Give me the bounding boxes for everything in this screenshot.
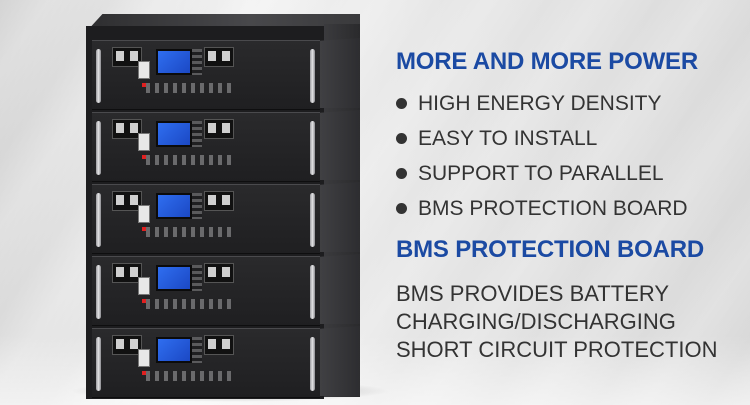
power-switch-icon [138,277,150,295]
bullet-icon [396,98,407,109]
terminal-icon [112,47,142,67]
handle-icon [96,265,101,319]
description-line: BMS PROVIDES BATTERY [396,281,670,306]
description-line: SHORT CIRCUIT PROTECTION [396,337,718,362]
module-face [92,328,320,398]
button-panel [192,265,202,291]
list-item: HIGH ENERGY DENSITY [396,86,688,121]
battery-module [92,182,360,254]
terminal-icon [112,191,142,211]
list-item: EASY TO INSTALL [396,121,688,156]
port-row [146,155,236,165]
bullet-icon [396,168,407,179]
button-panel [192,121,202,147]
handle-icon [310,337,315,391]
handle-icon [310,265,315,319]
feature-label: BMS PROTECTION BOARD [418,196,688,220]
battery-module [92,110,360,182]
handle-icon [96,193,101,247]
power-switch-icon [138,61,150,79]
terminal-icon [204,119,234,139]
module-face [92,112,320,182]
terminal-icon [204,191,234,211]
cabinet-top [91,14,360,26]
status-led-icon [142,299,146,303]
feature-label: HIGH ENERGY DENSITY [418,91,662,115]
list-item: BMS PROTECTION BOARD [396,191,688,226]
module-face [92,184,320,254]
status-led-icon [142,155,146,159]
button-panel [192,193,202,219]
terminal-icon [112,119,142,139]
list-item: SUPPORT TO PARALLEL [396,156,688,191]
status-led-icon [142,227,146,231]
module-face [92,40,320,110]
bms-description: BMS PROVIDES BATTERY CHARGING/DISCHARGIN… [396,280,717,364]
handle-icon [310,121,315,175]
port-row [146,83,236,93]
description-line: CHARGING/DISCHARGING [396,309,676,334]
handle-icon [96,337,101,391]
port-row [146,299,236,309]
lcd-display [156,265,192,291]
power-switch-icon [138,205,150,223]
terminal-icon [204,47,234,67]
port-row [146,371,236,381]
handle-icon [310,49,315,103]
battery-module [92,38,360,110]
feature-label: SUPPORT TO PARALLEL [418,161,664,185]
module-side [320,182,360,252]
button-panel [192,337,202,363]
handle-icon [96,121,101,175]
terminal-icon [112,335,142,355]
lcd-display [156,121,192,147]
module-side [320,110,360,180]
handle-icon [96,49,101,103]
feature-label: EASY TO INSTALL [418,126,598,150]
battery-module [92,326,360,398]
button-panel [192,49,202,75]
section-title-power: MORE AND MORE POWER [396,48,698,75]
module-side [320,326,360,396]
module-side [320,38,360,108]
lcd-display [156,49,192,75]
terminal-icon [204,263,234,283]
power-switch-icon [138,133,150,151]
battery-rack-image [86,14,360,399]
power-switch-icon [138,349,150,367]
bullet-icon [396,203,407,214]
bullet-icon [396,133,407,144]
section-title-bms: BMS PROTECTION BOARD [396,236,705,263]
battery-module [92,254,360,326]
module-side [320,254,360,324]
status-led-icon [142,83,146,87]
lcd-display [156,193,192,219]
terminal-icon [112,263,142,283]
port-row [146,227,236,237]
module-face [92,256,320,326]
status-led-icon [142,371,146,375]
handle-icon [310,193,315,247]
lcd-display [156,337,192,363]
terminal-icon [204,335,234,355]
feature-list: HIGH ENERGY DENSITY EASY TO INSTALL SUPP… [396,86,688,226]
